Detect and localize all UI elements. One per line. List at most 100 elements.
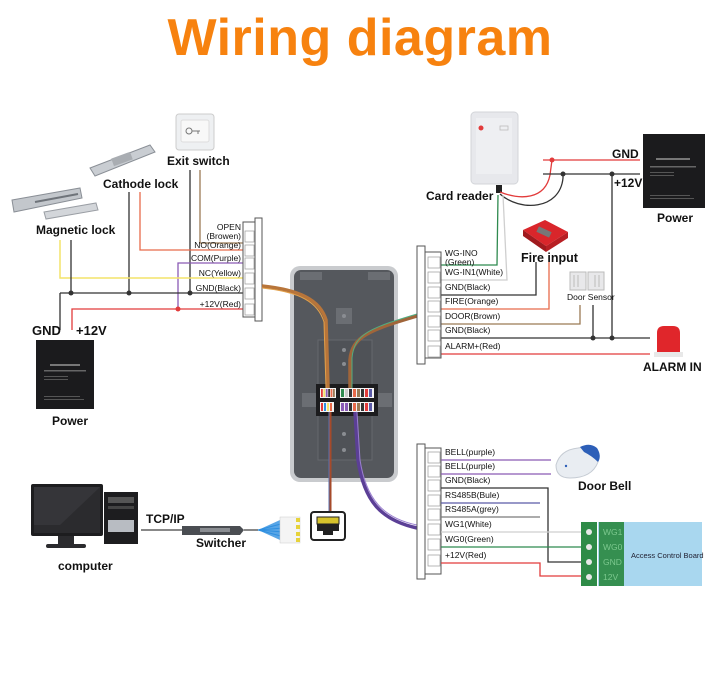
terminal-label: DOOR(Brown) (445, 311, 500, 321)
key-icon (185, 127, 200, 135)
right-top-terminal-block (416, 245, 442, 365)
right-bottom-wires (441, 459, 592, 577)
tcp-ip-label: TCP/IP (146, 512, 185, 526)
terminal-label: +12V(Red) (445, 550, 487, 560)
terminal-slot (244, 244, 255, 257)
terminal-label: RS485B(Bule) (445, 490, 500, 500)
terminal-slot (427, 256, 441, 269)
door-bell: Door Bell (555, 444, 631, 493)
terminal-slot (427, 538, 441, 551)
rj45-jack (310, 511, 346, 541)
wire-no-orange (139, 192, 247, 251)
terminal-slot (427, 271, 441, 284)
terminal-slot (244, 272, 255, 285)
wire-nc-yellow (59, 240, 247, 279)
terminal-slot (244, 303, 255, 316)
alarm-in-label: ALARM IN (643, 360, 702, 374)
board-pin-label: GND (603, 557, 622, 567)
wire-12v-red-left (71, 308, 247, 330)
junction-dot (126, 290, 132, 296)
terminal-label: (Browen) (207, 231, 242, 241)
switcher-label: Switcher (196, 536, 246, 550)
terminal-slot (427, 451, 441, 464)
left-terminal-labels: OPEN(Browen)NO(Orange)COM(Purple)NC(Yell… (191, 222, 241, 309)
exit-switch: Exit switch (167, 113, 230, 168)
screw-terminal (586, 529, 592, 535)
fire-input: Fire input (521, 220, 579, 265)
terminal-label: GND(Black) (445, 475, 491, 485)
left-terminal-block (242, 217, 263, 322)
terminal-slot (244, 230, 255, 243)
monitor-icon (31, 484, 103, 548)
terminal-slot (244, 257, 255, 270)
right-top-wires (440, 194, 650, 355)
left-gnd-label: GND (32, 323, 61, 338)
terminal-label: RS485A(grey) (445, 504, 499, 514)
right-power-wires: GND +12V (499, 147, 642, 338)
board-pin-label: 12V (603, 572, 618, 582)
power-supply-right: Power (643, 134, 705, 225)
terminal-slot (427, 508, 441, 521)
computer-label: computer (58, 559, 113, 573)
door-bell-label: Door Bell (578, 479, 631, 493)
power-supply-left: GND +12V Power (32, 323, 107, 428)
terminal-slot (427, 523, 441, 536)
terminal-label: FIRE(Orange) (445, 296, 499, 306)
card-reader-label: Card reader (426, 189, 494, 203)
terminal-slot (427, 494, 441, 507)
cable-right-bottom (353, 411, 418, 530)
terminal-slot (427, 300, 441, 313)
screw-terminal (586, 544, 592, 550)
wire-com-purple (177, 262, 247, 309)
board-pin-label: WG0 (603, 542, 623, 552)
cable-right-top (348, 314, 418, 388)
right-gnd-label: GND (612, 147, 639, 161)
terminal-label: ALARM+(Red) (445, 341, 501, 351)
screw-terminal (586, 559, 592, 565)
power-right-label: Power (657, 211, 693, 225)
pc-tower-icon (104, 492, 138, 544)
power-left-label: Power (52, 414, 88, 428)
card-reader: Card reader (426, 111, 519, 203)
terminal-slot (427, 554, 441, 567)
terminal-slot (427, 286, 441, 299)
cathode-lock: Cathode lock (89, 144, 179, 191)
terminal-slot (427, 329, 441, 342)
left-12v-label: +12V (76, 323, 107, 338)
junction-dot (68, 290, 74, 296)
switcher: Switcher (182, 526, 246, 550)
terminal-label: OPEN (217, 222, 241, 232)
right-bottom-terminal-block (416, 443, 442, 580)
fiber-connector (257, 516, 301, 544)
terminal-label: WG0(Green) (445, 534, 494, 544)
door-sensor-label: Door Sensor (567, 292, 615, 302)
screw-terminal (586, 574, 592, 580)
terminal-label: BELL(purple) (445, 461, 495, 471)
door-sensor: Door Sensor (567, 271, 615, 302)
page-title: Wiring diagram (167, 9, 553, 67)
computer: computer (31, 484, 138, 573)
terminal-label: GND(Black) (196, 283, 242, 293)
right-top-terminal-labels: WG-INO(Green)WG-IN1(White)GND(Black)FIRE… (445, 248, 503, 351)
terminal-label: WG1(White) (445, 519, 492, 529)
terminal-label: GND(Black) (445, 282, 491, 292)
terminal-label: WG-INO (445, 248, 478, 258)
board-pin-label: WG1 (603, 527, 623, 537)
magnetic-lock: Magnetic lock (11, 187, 116, 237)
terminal-label: NO(Orange) (194, 240, 241, 250)
access-control-board-label: Access Control Board (631, 551, 704, 560)
terminal-slot (427, 479, 441, 492)
terminal-label: WG-IN1(White) (445, 267, 503, 277)
terminal-label: BELL(purple) (445, 447, 495, 457)
terminal-slot (244, 287, 255, 300)
terminal-label: COM(Purple) (191, 253, 241, 263)
terminal-slot (427, 465, 441, 478)
right-12v-label: +12V (614, 176, 642, 190)
fire-input-label: Fire input (521, 251, 579, 265)
access-controller-back (290, 266, 398, 482)
cathode-lock-label: Cathode lock (103, 177, 179, 191)
terminal-slot (427, 345, 441, 358)
right-bottom-terminal-labels: BELL(purple) BELL(purple) GND(Black) RS485B… (445, 447, 500, 560)
